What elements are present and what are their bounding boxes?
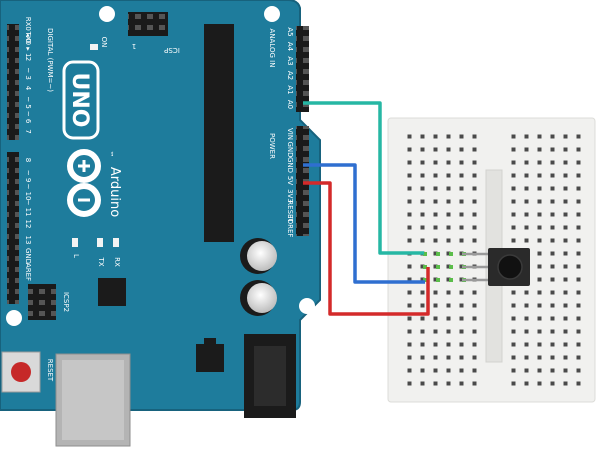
power-pin-label: GND [286,157,294,173]
icsp2-label: ICSP2 [62,292,70,312]
analog-pin-label: A0 [286,100,294,109]
microcontroller-chip [204,24,234,242]
l-led [72,238,78,247]
power-header [296,126,309,236]
digital-pin-label: RX0 ◂ 0 [24,17,32,44]
power-pin-label: IOREF [286,217,294,238]
vcc-wire [303,181,430,316]
digital-pin-label: ~ 11 [24,200,32,217]
digital-pin-label: AREF [24,263,32,281]
analog-pin-label: A1 [286,85,294,94]
digital-pin-label: ~ 3 [24,67,32,80]
digital-pin-label: 13 [24,236,32,245]
analog-pin-label: A4 [286,42,294,52]
l-led-label: L [72,254,80,258]
digital-header-upper [7,24,19,140]
usb-connector-inner [62,360,124,440]
tx-led-label: TX [97,256,105,266]
digital-section-label: DIGITAL (PWM=~) [46,28,54,92]
digital-header-lower [7,152,19,304]
power-pin-label: RESET [286,200,294,223]
gnd-wire [303,163,425,284]
digital-pin-label: 4 [24,86,32,91]
digital-pin-label: 2 [24,57,32,61]
power-pin-label: VIN [286,128,294,140]
voltage-regulator [196,344,224,372]
rx-led [113,238,119,247]
analog-pin-label: A5 [286,27,294,36]
reset-label: RESET [46,359,54,382]
analog-section-label: ANALOG IN [268,29,276,68]
power-pin-label: 5V [286,176,294,185]
mounting-hole [99,6,115,22]
power-jack-inner [254,346,286,406]
trademark-symbol: ™ [106,151,114,158]
icsp-top-pin1-label: 1 [132,42,136,50]
brand-label: Arduino [107,167,122,217]
power-pin-label: GND [286,141,294,157]
capacitor [240,238,277,274]
voltage-regulator-tab [204,338,216,346]
tx-led [97,238,103,247]
digital-pin-label: 12 [24,220,32,229]
digital-pin-label: ~ 6 [24,111,32,124]
digital-pin-label: GND [24,248,32,264]
reset-button[interactable] [1,351,41,393]
on-led [90,44,98,50]
icsp-top-header [128,12,168,36]
breadboard-holes-left [402,134,480,386]
icsp-top-label: ICSP [164,46,180,54]
analog-header [296,26,309,112]
digital-pin-label: 8 [24,158,32,162]
model-label: UNO [67,73,92,128]
digital-pin-label: ~ 9 [24,170,32,183]
capacitor [240,280,277,316]
sensor-lens [497,254,523,280]
arduino-logo-symbols [78,160,90,202]
digital-pin-label: 7 [24,129,32,133]
mounting-hole [264,6,280,22]
mounting-hole [299,298,315,314]
usb-interface-chip [98,278,126,306]
signal-wire [303,101,424,255]
analog-pin-label: A2 [286,71,294,80]
arduino-logo [67,149,101,217]
power-pin-label: 3V3 [286,189,294,203]
ir-receiver-sensor [462,248,530,286]
power-section-label: POWER [268,133,276,159]
wires [303,101,430,316]
mounting-hole [6,310,22,326]
on-led-label: ON [100,37,108,48]
icsp2-header [28,284,56,320]
analog-pin-label: A3 [286,56,294,65]
digital-pin-label: ~ 5 [24,96,32,109]
uno-badge: UNO [62,60,100,140]
rx-led-label: RX [113,257,121,267]
digital-pin-label: TX0 ▸ 1 [24,31,32,58]
digital-pin-label: ~ 10 [24,184,32,201]
